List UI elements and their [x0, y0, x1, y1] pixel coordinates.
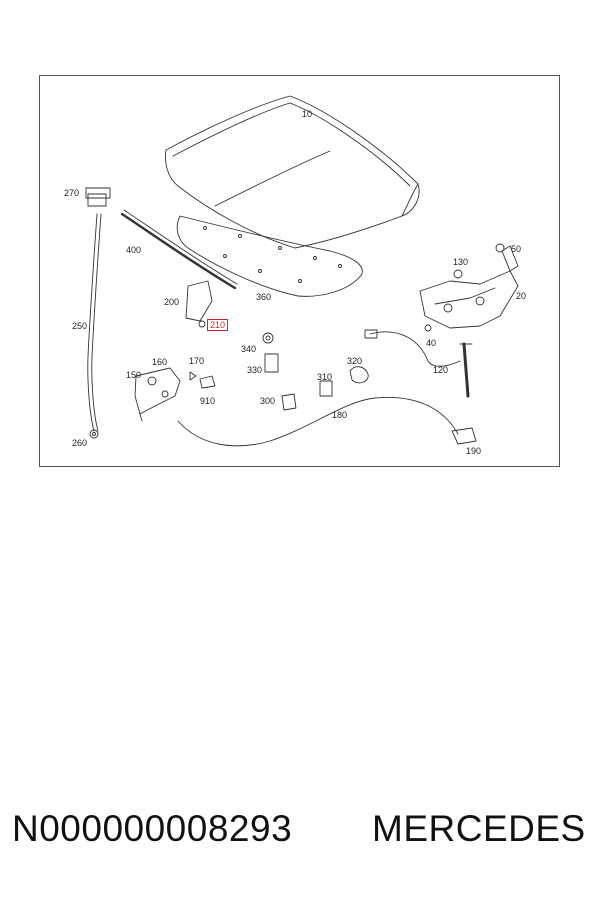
label-200: 200: [164, 297, 180, 307]
clip-910: [199, 375, 216, 389]
support-rod: [87, 193, 107, 439]
label-360: 360: [256, 292, 272, 302]
label-210-highlighted[interactable]: 210: [207, 319, 229, 331]
label-270: 270: [64, 188, 80, 198]
label-180: 180: [332, 410, 348, 420]
buffer-330: [264, 353, 279, 373]
label-130: 130: [453, 257, 469, 267]
product-caption: N000000008293 MERCEDES: [0, 808, 600, 858]
hood-panel: [165, 95, 420, 249]
label-250: 250: [72, 321, 88, 331]
label-300: 300: [260, 396, 276, 406]
washer-340: [262, 332, 274, 344]
label-40: 40: [426, 338, 437, 348]
label-150: 150: [126, 370, 142, 380]
label-910: 910: [200, 396, 216, 406]
part-310: [319, 380, 333, 397]
label-310: 310: [317, 372, 333, 382]
label-50: 50: [511, 244, 522, 254]
label-320: 320: [347, 356, 363, 366]
label-330: 330: [247, 365, 263, 375]
label-20: 20: [516, 291, 527, 301]
hood-hinge: [419, 243, 519, 332]
brand-name: MERCEDES: [372, 808, 586, 849]
part-320: [349, 366, 369, 384]
part-number: N000000008293: [12, 808, 293, 849]
label-120: 120: [433, 365, 449, 375]
label-190: 190: [466, 446, 482, 456]
label-160: 160: [152, 357, 168, 367]
parts-diagram: 10 270 400 360 130 50 20 250 200 210 340…: [39, 75, 560, 467]
gas-strut: [459, 342, 473, 398]
label-400: 400: [126, 245, 142, 255]
bolt-170: [189, 371, 197, 381]
seal-strip: [120, 209, 238, 290]
release-handle: [451, 427, 477, 445]
cable-40: [364, 329, 461, 367]
label-260: 260: [72, 438, 88, 448]
catch-270: [85, 187, 111, 199]
label-10: 10: [302, 109, 313, 119]
label-340: 340: [241, 344, 257, 354]
hood-assembly-drawing: [85, 95, 519, 447]
insulation-mat: [176, 215, 363, 297]
label-170: 170: [189, 356, 205, 366]
part-300: [281, 393, 297, 411]
bracket-200: [185, 280, 213, 328]
hood-lock: [134, 367, 181, 422]
release-cable: [177, 396, 459, 447]
